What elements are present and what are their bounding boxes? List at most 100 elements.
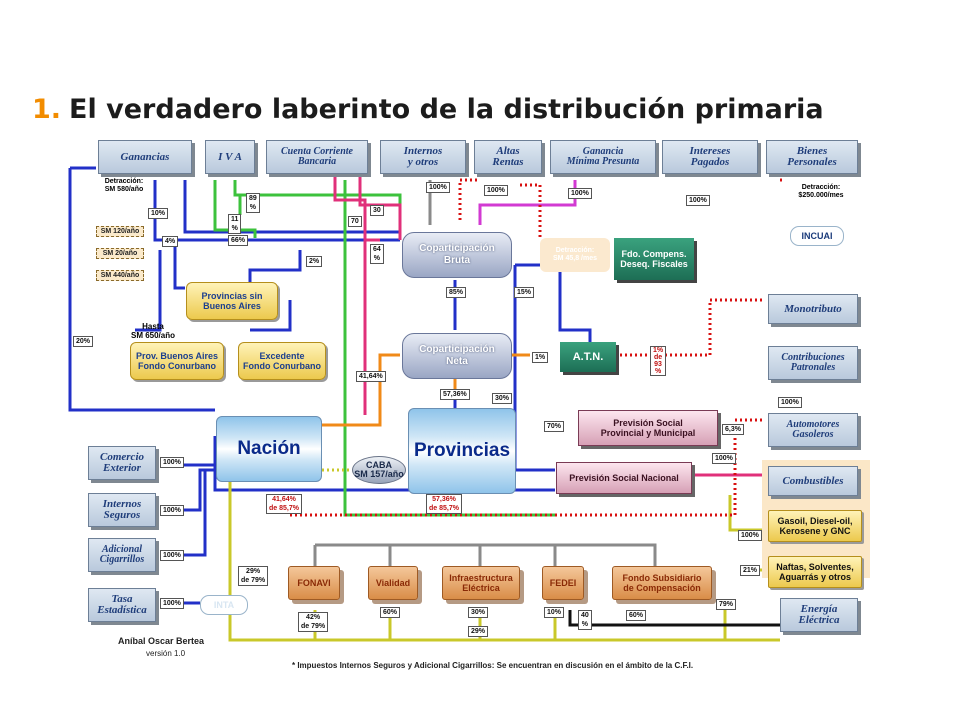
tax-ganancia-minima[interactable]: Ganancia Mínima Presunta <box>550 140 656 174</box>
tax-iva[interactable]: I V A <box>205 140 255 174</box>
tax-adicional-cigarrillos[interactable]: Adicional Cigarrillos <box>88 538 156 572</box>
pct-66: 66% <box>228 235 249 246</box>
pct-2: 2% <box>306 256 323 267</box>
node-prov-buenos-aires[interactable]: Prov. Buenos Aires Fondo Conurbano <box>130 342 224 380</box>
pct-11: 11 % <box>228 214 242 234</box>
node-provincias[interactable]: Provincias <box>408 408 516 494</box>
node-inta[interactable]: INTA <box>200 595 248 615</box>
flow-ganancias-ba <box>135 250 162 332</box>
pct-100-automotores: 100% <box>712 453 736 464</box>
node-fonavi[interactable]: FONAVI <box>288 566 340 600</box>
node-detraccion-ghost: Detracción: SM 45,8 /mes <box>540 238 610 272</box>
tax-bienes[interactable]: Bienes Personales <box>766 140 858 174</box>
node-coparticipacion-bruta[interactable]: Coparticipación Bruta <box>402 232 512 278</box>
node-nacion[interactable]: Nación <box>216 416 322 482</box>
pct-15: 15% <box>514 287 535 298</box>
footer-version: versión 1.0 <box>146 649 186 658</box>
node-caba[interactable]: CABA SM 157/año <box>352 456 406 484</box>
flow-energia-black <box>568 610 780 627</box>
pct-5736: 57,36% <box>440 389 470 400</box>
node-prevision-provincial[interactable]: Previsión Social Provincial y Municipal <box>578 410 718 446</box>
flow-fondos-return <box>313 610 557 640</box>
node-excedente[interactable]: Excedente Fondo Conurbano <box>238 342 326 380</box>
flow-fondos-drops <box>313 545 557 570</box>
flow-atn-monotributo <box>620 298 762 357</box>
pct-63: 6,3% <box>722 424 744 435</box>
title-number: 1. <box>32 94 62 124</box>
flow-atn-link <box>558 265 592 345</box>
node-vialidad[interactable]: Vialidad <box>368 566 418 600</box>
tax-contribuciones[interactable]: Contribuciones Patronales <box>768 346 858 380</box>
tax-ganancias[interactable]: Ganancias <box>98 140 192 174</box>
pct-4: 4% <box>162 236 179 247</box>
tax-combustibles[interactable]: Combustibles <box>768 466 858 496</box>
note-sm20: SM 20/año <box>96 248 144 259</box>
pct-100-intereses: 100% <box>686 195 710 206</box>
pct-79: 79% <box>716 599 737 610</box>
flow-nacion-fondos <box>228 480 780 642</box>
node-incuai[interactable]: INCUAI <box>790 226 844 246</box>
note-nacion-pct: 41,64% de 85,7% <box>266 494 302 514</box>
pct-1-de-93: 1% de 93 % <box>650 346 667 376</box>
flow-seguros-nacion <box>160 468 215 512</box>
pct-30: 30 <box>370 205 384 216</box>
pct-60-subsidiario: 60% <box>626 610 647 621</box>
pct-1: 1% <box>532 352 549 363</box>
tax-intereses[interactable]: Intereses Pagados <box>662 140 758 174</box>
pct-29-de-79: 29% de 79% <box>238 566 269 586</box>
flow-bienes <box>778 170 785 182</box>
pct-64: 64 % <box>370 244 384 264</box>
pct-70: 70 <box>348 216 362 227</box>
pct-100-altas-rentas: 100% <box>484 185 508 196</box>
tax-monotributo[interactable]: Monotributo <box>768 294 858 324</box>
footer-note: * Impuestos Internos Seguros y Adicional… <box>292 661 694 670</box>
note-sm440: SM 440/año <box>96 270 144 281</box>
node-gasoil[interactable]: Gasoil, Diesel-oil, Kerosene y GNC <box>768 510 862 542</box>
flow-neta-nacion <box>320 353 400 427</box>
slide-title: 1.El verdadero laberinto de la distribuc… <box>32 94 824 124</box>
node-fdo-compensacion[interactable]: Fdo. Compens. Deseq. Fiscales <box>614 238 694 280</box>
flow-ganancias-bruta <box>183 180 400 234</box>
pct-100-comercio: 100% <box>160 457 184 468</box>
pct-42-de-79: 42% de 79% <box>298 612 329 632</box>
pct-100-internos: 100% <box>426 182 450 193</box>
pct-100-ganancia-minima: 100% <box>568 188 592 199</box>
flow-ganancias-bruta-66 <box>153 180 400 242</box>
pct-10: 10% <box>148 208 169 219</box>
pct-21: 21% <box>740 565 761 576</box>
flow-fondos-bar <box>315 543 657 570</box>
note-hasta: Hasta SM 650/año <box>130 322 175 340</box>
pct-89: 89 % <box>246 193 260 213</box>
tax-internos-seguros[interactable]: Internos Seguros <box>88 493 156 527</box>
flow-excedente <box>250 300 292 332</box>
tax-automotores[interactable]: Automotores Gasoleros <box>768 413 858 447</box>
pct-100-tasa: 100% <box>160 598 184 609</box>
node-coparticipacion-neta[interactable]: Coparticipación Neta <box>402 333 512 379</box>
pct-29: 29% <box>468 626 489 637</box>
tax-energia[interactable]: Energía Eléctrica <box>780 598 858 632</box>
pct-100-cigarrillos: 100% <box>160 550 184 561</box>
tax-altas-rentas[interactable]: Altas Rentas <box>474 140 542 174</box>
node-atn[interactable]: A.T.N. <box>560 342 616 372</box>
note-detraccion-bienes: Detracción: $250.000/mes <box>798 184 844 199</box>
pct-60-vialidad: 60% <box>380 607 401 618</box>
flow-cuenta-corriente-70 <box>333 170 367 415</box>
pct-20: 20% <box>73 336 94 347</box>
tax-internos[interactable]: Internos y otros <box>380 140 466 174</box>
flow-bruta-2 <box>248 250 302 290</box>
flow-ganancias-nacion-20 <box>68 168 215 412</box>
node-fedei[interactable]: FEDEI <box>542 566 584 600</box>
flow-altas-rentas <box>458 178 480 220</box>
node-prevision-nacional[interactable]: Previsión Social Nacional <box>556 462 692 494</box>
note-detraccion-ganancias: Detracción: SM 580/año <box>104 178 144 193</box>
pct-85: 85% <box>446 287 467 298</box>
pct-30-prevision: 30% <box>492 393 513 404</box>
tax-cuenta-corriente[interactable]: Cuenta Corriente Bancaria <box>266 140 368 174</box>
tax-tasa-estadistica[interactable]: Tasa Estadística <box>88 588 156 622</box>
pct-30-infraestructura: 30% <box>468 607 489 618</box>
node-provincias-sin-ba[interactable]: Provincias sin Buenos Aires <box>186 282 278 320</box>
node-naftas[interactable]: Naftas, Solventes, Aguarrás y otros <box>768 556 862 588</box>
node-fondo-subsidiario[interactable]: Fondo Subsidiario de Compensación <box>612 566 712 600</box>
node-infraestructura[interactable]: Infraestructura Eléctrica <box>442 566 520 600</box>
tax-comercio-exterior[interactable]: Comercio Exterior <box>88 446 156 480</box>
